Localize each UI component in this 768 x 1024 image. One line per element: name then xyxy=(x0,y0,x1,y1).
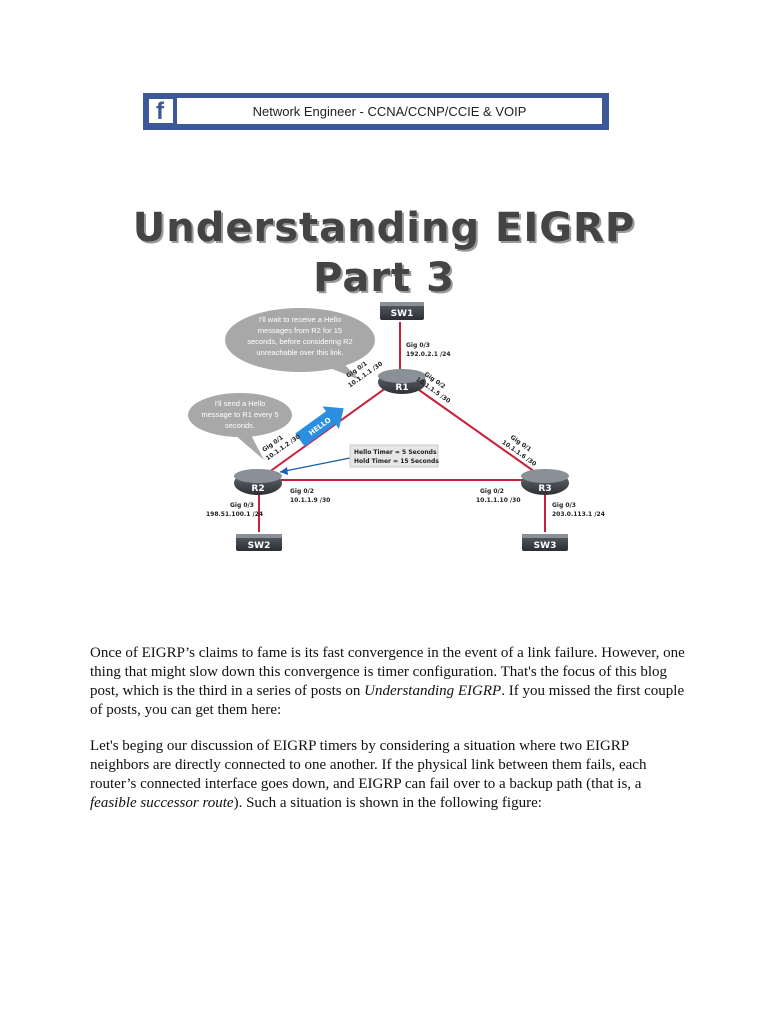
router-r3: R3 xyxy=(521,469,569,495)
r2-gig03-label: Gig 0/3 xyxy=(230,502,254,509)
paragraph-2-italic: feasible successor route xyxy=(90,795,234,811)
hello-timer: Hello Timer = 5 Seconds xyxy=(354,449,437,456)
bubble-r1-line4: unreachable over this link. xyxy=(256,348,343,357)
r3-gig02-ip: 10.1.1.10 /30 xyxy=(476,497,521,504)
sw1-label: SW1 xyxy=(391,309,414,319)
switch-sw1: SW1 xyxy=(380,302,424,320)
bubble-r2-line2: message to R1 every 5 xyxy=(201,410,278,419)
paragraph-2-text: Let's beging our discussion of EIGRP tim… xyxy=(90,738,647,792)
r1-gig03-label: Gig 0/3 xyxy=(406,342,430,349)
router-r2: R2 xyxy=(234,469,282,495)
r3-gig03-label: Gig 0/3 xyxy=(552,502,576,509)
r3-label: R3 xyxy=(538,484,551,494)
paragraph-1-text-end: . If you missed the first couple of post… xyxy=(90,683,685,718)
r2-gig02-label: Gig 0/2 xyxy=(290,488,314,495)
speech-bubble-r1: I'll wait to receive a Hello messages fr… xyxy=(225,308,375,380)
banner-text: Network Engineer - CCNA/CCNP/CCIE & VOIP xyxy=(252,103,527,119)
sw3-label: SW3 xyxy=(534,541,557,551)
r2-gig03-ip: 198.51.100.1 /24 xyxy=(206,511,263,518)
r2-label: R2 xyxy=(251,484,264,494)
switch-sw3: SW3 xyxy=(522,534,568,551)
facebook-icon: f xyxy=(149,98,173,125)
facebook-logo-letter: f xyxy=(156,98,164,125)
banner-label-box: Network Engineer - CCNA/CCNP/CCIE & VOIP xyxy=(177,98,602,124)
bubble-r1-line3: seconds, before considering R2 xyxy=(247,337,352,346)
page-title-line1: Understanding EIGRP xyxy=(132,205,636,251)
facebook-banner[interactable]: f Network Engineer - CCNA/CCNP/CCIE & VO… xyxy=(143,93,609,130)
bubble-r1-line2: messages from R2 for 15 xyxy=(258,326,342,335)
r2-gig02-ip: 10.1.1.9 /30 xyxy=(290,497,330,504)
sw2-label: SW2 xyxy=(248,541,271,551)
network-diagram: I'll wait to receive a Hello messages fr… xyxy=(188,302,605,551)
paragraph-1-italic: Understanding EIGRP xyxy=(364,683,502,699)
switch-sw2: SW2 xyxy=(236,534,282,551)
hold-timer: Hold Timer = 15 Seconds xyxy=(354,458,439,465)
paragraph-1-text: Once of EIGRP’s claims to fame is its fa… xyxy=(90,645,685,699)
r3-gig02-label: Gig 0/2 xyxy=(480,488,504,495)
hello-arrow: HELLO xyxy=(295,406,344,447)
paragraph-2-text-end: ). Such a situation is shown in the foll… xyxy=(233,795,542,811)
link-r1-r3 xyxy=(411,384,536,473)
bubble-r2-line1: I'll send a Hello xyxy=(215,399,266,408)
link-r1-r2 xyxy=(264,384,391,476)
paragraph-1: Once of EIGRP’s claims to fame is its fa… xyxy=(90,644,685,720)
bubble-r1-line1: I'll wait to receive a Hello xyxy=(259,315,341,324)
paragraph-2: Let's beging our discussion of EIGRP tim… xyxy=(90,737,685,813)
bubble-r2-line3: seconds. xyxy=(225,421,255,430)
r1-label: R1 xyxy=(395,383,408,393)
r1-gig03-ip: 192.0.2.1 /24 xyxy=(406,351,451,358)
page-title-line2: Part 3 xyxy=(313,255,455,301)
r3-gig03-ip: 203.0.113.1 /24 xyxy=(552,511,605,518)
speech-bubble-r2: I'll send a Hello message to R1 every 5 … xyxy=(188,393,292,460)
router-r1: R1 xyxy=(378,369,426,394)
timer-box: Hello Timer = 5 Seconds Hold Timer = 15 … xyxy=(279,444,439,475)
